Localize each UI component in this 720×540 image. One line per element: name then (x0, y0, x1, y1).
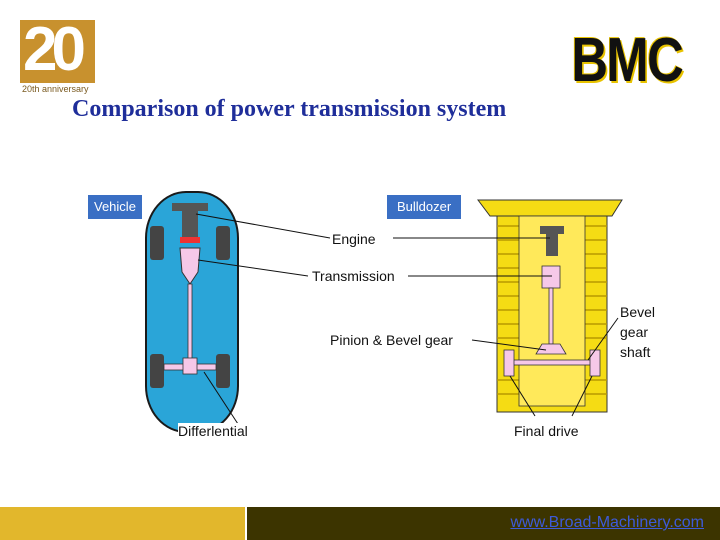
anniversary-logo: 20 20th anniversary (20, 20, 95, 95)
footer-band: www.Broad-Machinery.com (247, 507, 720, 540)
vehicle-transmission (179, 247, 201, 285)
vehicle-driveshaft (187, 283, 193, 361)
gear-label: gear (620, 324, 649, 340)
vehicle-wheel (216, 354, 230, 388)
vehicle-diagram (145, 191, 239, 433)
page-title: Comparison of power transmission system (72, 96, 507, 122)
shaft-label: shaft (620, 344, 651, 360)
pinion-bevel-label: Pinion & Bevel gear (330, 332, 453, 348)
vehicle-tag: Vehicle (88, 195, 142, 219)
logo-number: 20 (23, 20, 86, 84)
vehicle-wheel (150, 226, 164, 260)
vehicle-wheel (150, 354, 164, 388)
bulldozer-blade (477, 199, 623, 217)
footer-bar: www.Broad-Machinery.com (0, 507, 720, 540)
bulldozer-diagram (477, 199, 623, 413)
transmission-label: Transmission (312, 268, 395, 284)
vehicle-wheel (216, 226, 230, 260)
bulldozer-final-drive (503, 349, 515, 377)
logo-caption: 20th anniversary (20, 83, 95, 95)
footer-accent (0, 507, 245, 540)
website-link[interactable]: www.Broad-Machinery.com (510, 514, 704, 531)
vehicle-engine (172, 203, 208, 211)
bulldozer-tag: Bulldozer (387, 195, 462, 219)
final-drive-label: Final drive (514, 423, 579, 439)
differential-label: Differlential (178, 423, 248, 439)
brand-logo: BMC (571, 26, 684, 95)
engine-label: Engine (332, 231, 376, 247)
bulldozer-transmission (541, 265, 561, 289)
bulldozer-final-drive (589, 349, 601, 377)
bulldozer-bevel-shaft (511, 359, 593, 366)
bevel-label: Bevel (620, 304, 656, 320)
vehicle-differential (182, 357, 198, 375)
bulldozer-engine (540, 226, 564, 234)
